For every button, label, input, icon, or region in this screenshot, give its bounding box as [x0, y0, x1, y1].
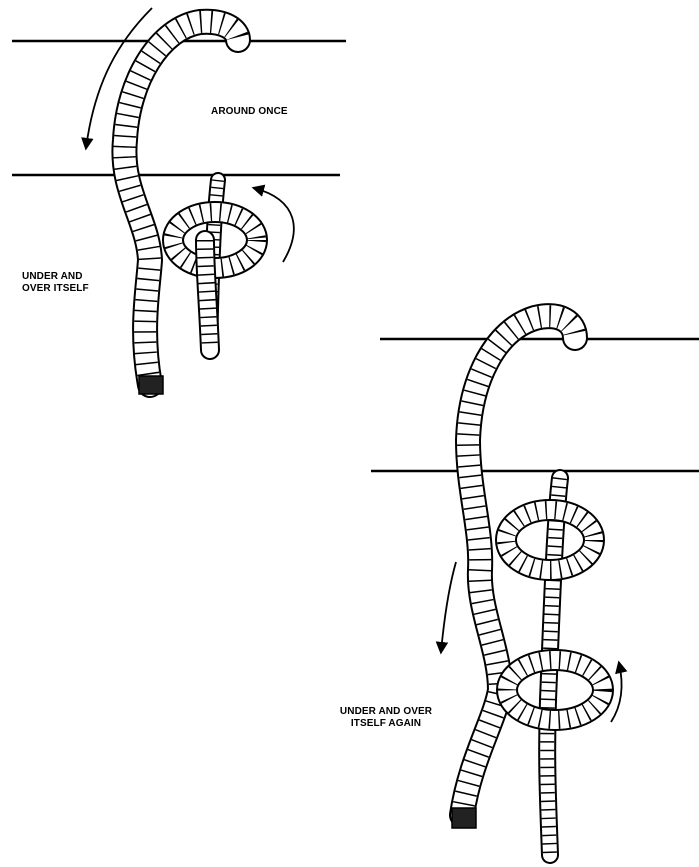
label-line: OVER ITSELF — [22, 283, 89, 295]
rope-end-whipping-step2 — [452, 808, 476, 828]
label-around-once: AROUND ONCE — [211, 106, 288, 118]
label-line: UNDER AND OVER — [330, 706, 442, 718]
label-under-and-over-itself: UNDER AND OVER ITSELF — [22, 271, 89, 295]
down-arrow-step2 — [441, 562, 456, 652]
rope-end-whipping-step1 — [139, 376, 163, 394]
label-line: ITSELF AGAIN — [330, 718, 442, 730]
label-line: UNDER AND — [22, 271, 89, 283]
label-under-and-over-itself-again: UNDER AND OVER ITSELF AGAIN — [330, 706, 442, 730]
